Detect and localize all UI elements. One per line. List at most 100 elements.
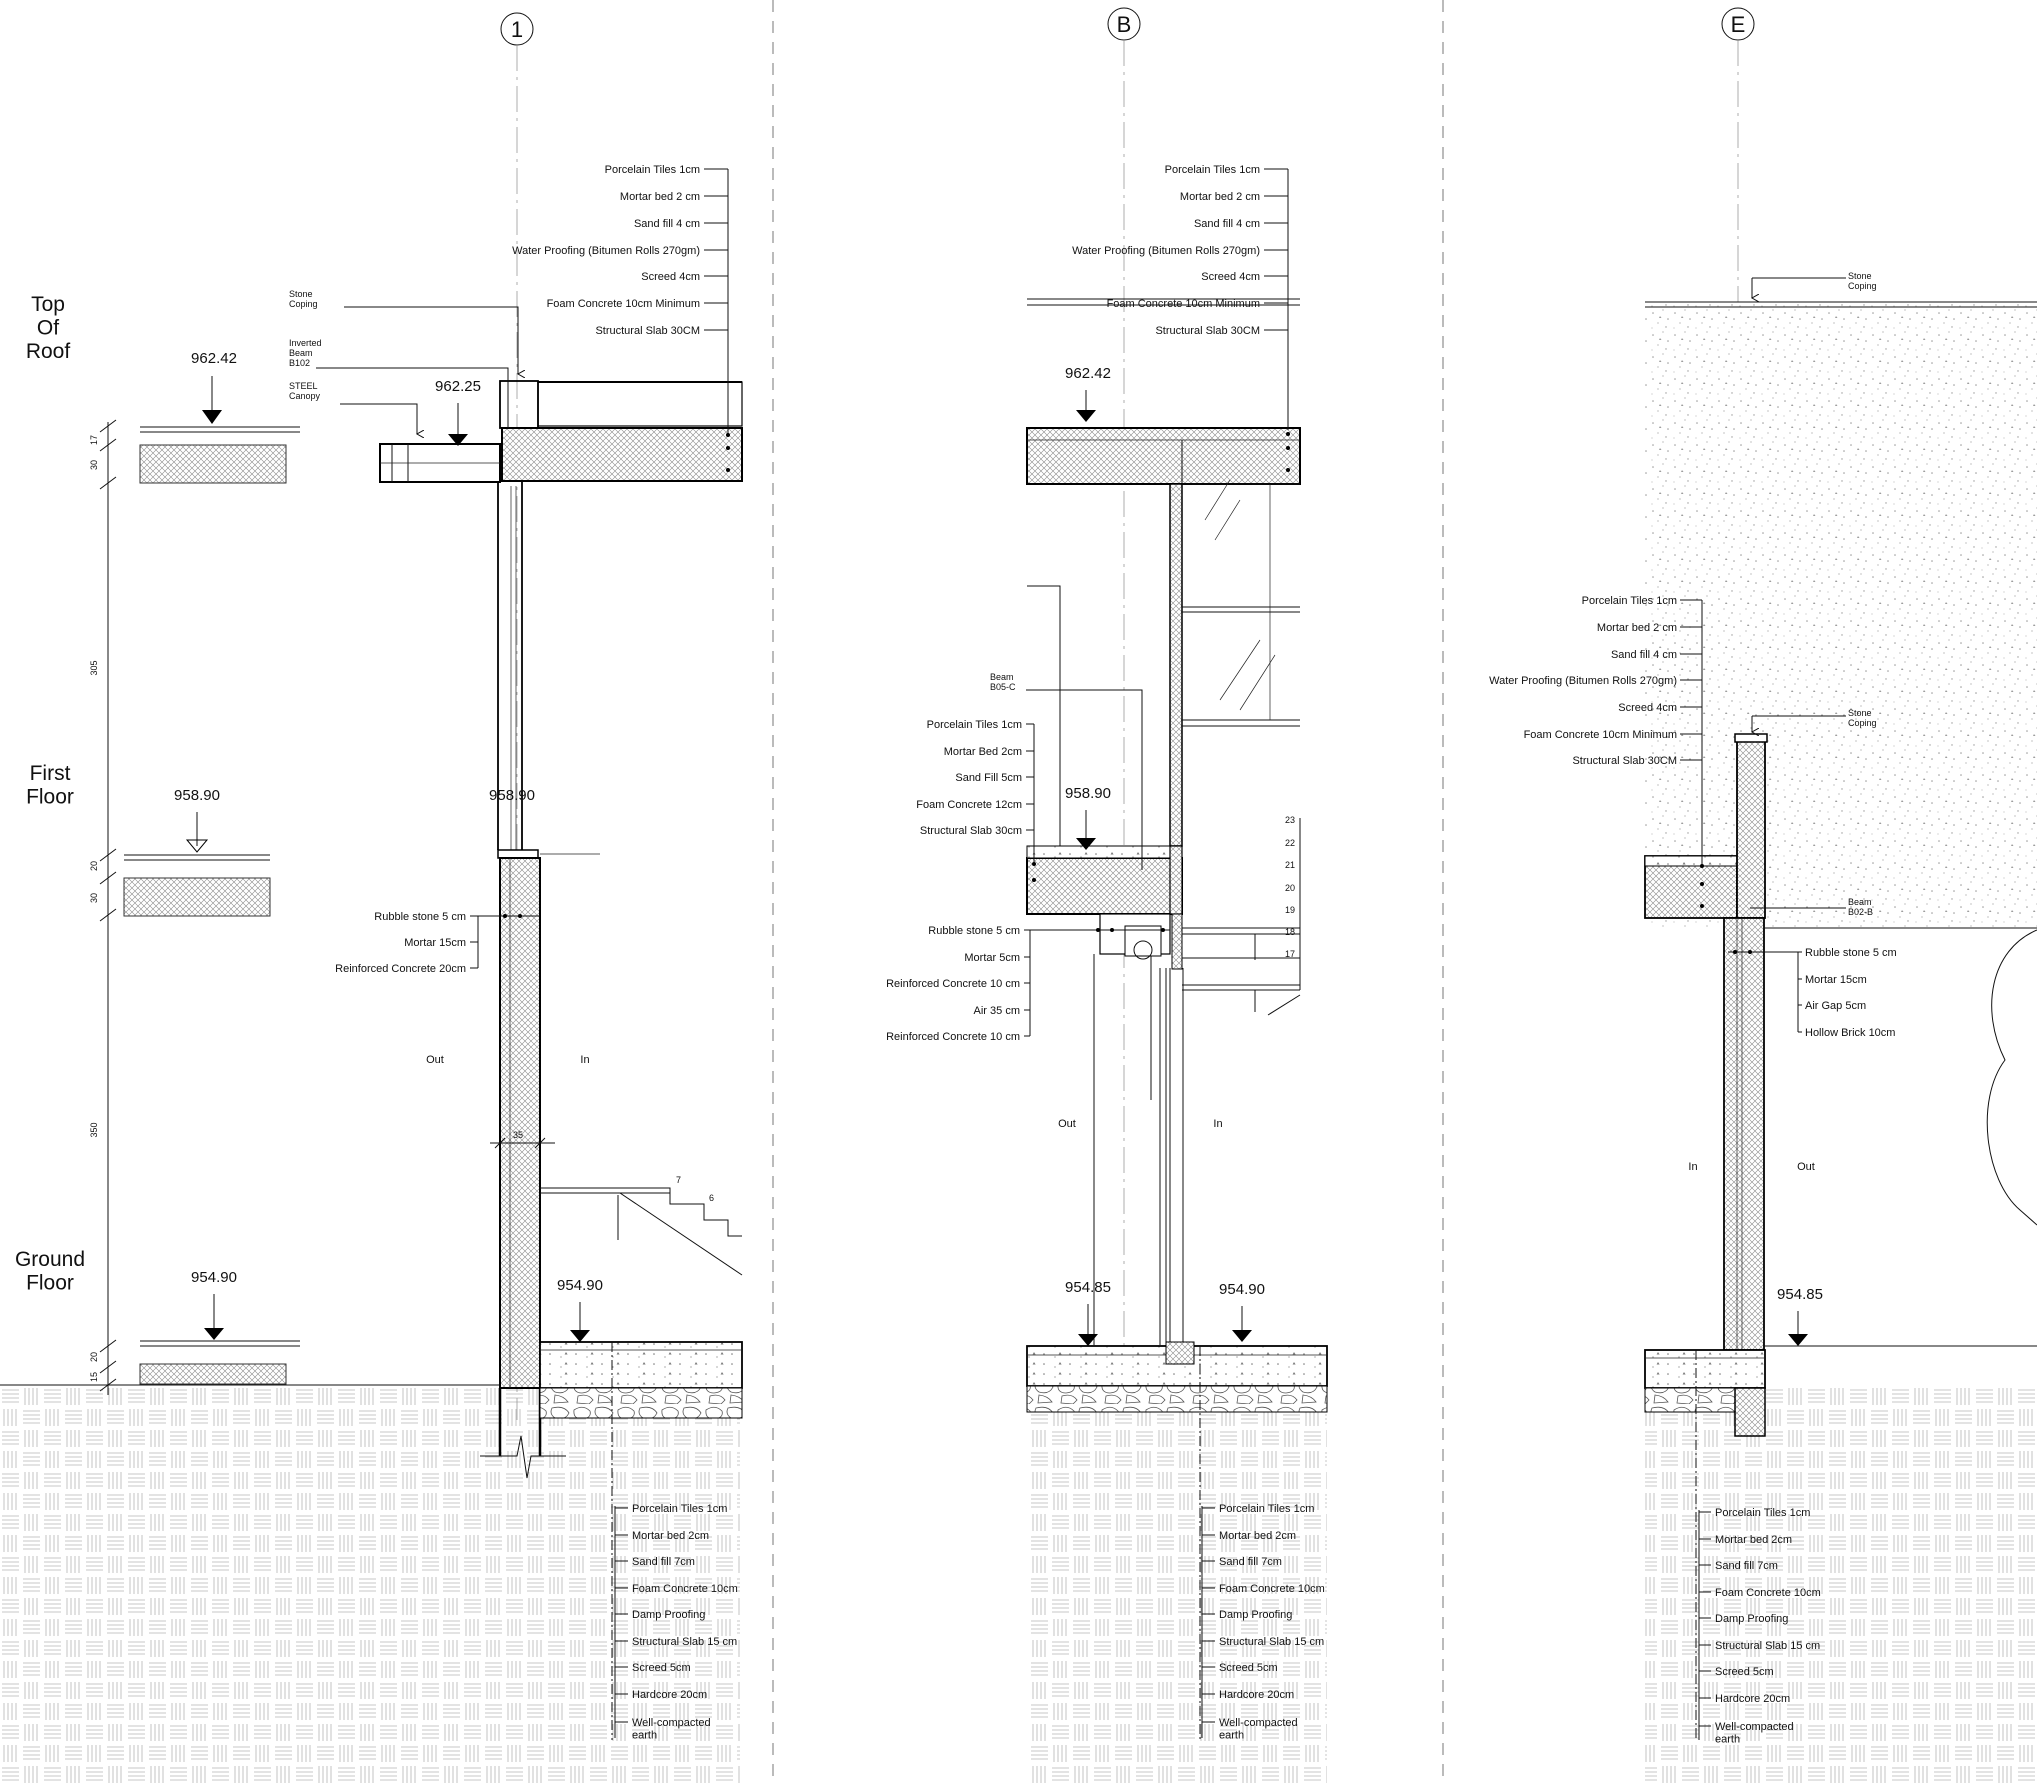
layer-label: Sand fill 4 cm xyxy=(634,218,700,230)
wall-layers-list: Rubble stone 5 cm Mortar 5cm Reinforced … xyxy=(886,925,1170,1043)
layer-label: Mortar bed 2cm xyxy=(1715,1534,1792,1546)
layer-label: Structural Slab 30CM xyxy=(1155,325,1260,337)
layer-label: Screed 5cm xyxy=(1219,1662,1278,1674)
level-value: 958.90 xyxy=(489,787,535,804)
level-marker: 954.90 xyxy=(1219,1281,1265,1342)
roof-layers-list: Porcelain Tiles 1cm Mortar bed 2 cm Sand… xyxy=(1489,595,1704,908)
layer-label: Screed 5cm xyxy=(1715,1666,1774,1678)
floor-layers-list: Porcelain Tiles 1cm Mortar bed 2cm Sand … xyxy=(1201,1503,1325,1741)
level-marker: 962.25 xyxy=(435,378,481,446)
layer-label: Damp Proofing xyxy=(1715,1613,1788,1625)
layer-label: Mortar bed 2 cm xyxy=(1597,622,1677,634)
layer-label: Structural Slab 15 cm xyxy=(1715,1640,1820,1652)
stair-number: 17 xyxy=(1285,949,1295,959)
level-marker-first: 958.90 xyxy=(123,787,271,917)
roof-layers-list: Porcelain Tiles 1cm Mortar bed 2 cm Sand… xyxy=(1072,164,1290,472)
gridline-b: B xyxy=(1107,7,1141,1350)
layer-label: Rubble stone 5 cm xyxy=(374,911,466,923)
dim-text: 17 xyxy=(89,435,99,445)
layer-label: Porcelain Tiles 1cm xyxy=(1582,595,1677,607)
layer-label: Mortar 15cm xyxy=(1805,974,1867,986)
layer-label: Foam Concrete 10cm xyxy=(1715,1587,1821,1599)
layer-label: Foam Concrete 10cm xyxy=(1219,1583,1325,1595)
space-label: In xyxy=(1688,1161,1697,1173)
stair-number: 21 xyxy=(1285,860,1295,870)
gridline-label: E xyxy=(1731,12,1746,37)
dim-text: 20 xyxy=(89,1352,99,1362)
gridline-1: 1 xyxy=(500,12,534,1420)
layer-label: Reinforced Concrete 10 cm xyxy=(886,1031,1020,1043)
layer-label: Foam Concrete 10cm Minimum xyxy=(1107,298,1260,310)
layer-label: Foam Concrete 10cm Minimum xyxy=(1524,729,1677,741)
layer-label: Sand fill 7cm xyxy=(1715,1560,1778,1572)
floor-layers-list: Porcelain Tiles 1cm Mortar bed 2cm Sand … xyxy=(614,1503,738,1741)
layer-label: Sand fill 4 cm xyxy=(1611,649,1677,661)
layer-label: Foam Concrete 10cm Minimum xyxy=(547,298,700,310)
level-value: 954.85 xyxy=(1777,1286,1823,1303)
layer-label: Porcelain Tiles 1cm xyxy=(927,719,1022,731)
soil-fill xyxy=(1645,1388,2037,1783)
space-label: In xyxy=(580,1054,589,1066)
layer-label: Mortar 5cm xyxy=(964,952,1020,964)
layer-label: Mortar bed 2cm xyxy=(1219,1530,1296,1542)
level-marker: 954.90 xyxy=(557,1277,603,1342)
space-label: Out xyxy=(1058,1118,1076,1130)
layer-label: Structural Slab 30cm xyxy=(920,825,1022,837)
dim-text: 305 xyxy=(89,660,99,675)
layer-label: Porcelain Tiles 1cm xyxy=(632,1503,727,1515)
layer-label: Porcelain Tiles 1cm xyxy=(1165,164,1260,176)
layer-label: Hardcore 20cm xyxy=(632,1689,707,1701)
layer-label: Sand Fill 5cm xyxy=(955,772,1022,784)
space-label: Out xyxy=(1797,1161,1815,1173)
stair: 23 22 21 20 19 18 17 xyxy=(1182,815,1301,1016)
level-value: 954.90 xyxy=(191,1269,237,1286)
layer-label: Water Proofing (Bitumen Rolls 270gm) xyxy=(1489,675,1677,687)
dimension-chain: 17 30 305 20 30 350 20 15 xyxy=(89,419,117,1395)
floor-layers-list: Porcelain Tiles 1cm Mortar bed 2cm Sand … xyxy=(1698,1507,1821,1745)
stair-number: 6 xyxy=(709,1193,714,1203)
section-1: 35 7 6 Out In 962.25 958.90 954.90 xyxy=(289,164,743,1741)
layer-label: Damp Proofing xyxy=(1219,1609,1292,1621)
layer-label: Hollow Brick 10cm xyxy=(1805,1027,1895,1039)
level-value: 954.90 xyxy=(557,1277,603,1294)
layer-label: Foam Concrete 10cm xyxy=(632,1583,738,1595)
level-value: 954.85 xyxy=(1065,1279,1111,1296)
layer-label: Screed 4cm xyxy=(1618,702,1677,714)
dim-text: 30 xyxy=(89,893,99,903)
stair-number: 7 xyxy=(676,1175,681,1185)
layer-label: Hardcore 20cm xyxy=(1219,1689,1294,1701)
stair-number: 22 xyxy=(1285,838,1295,848)
dim-text: 15 xyxy=(89,1372,99,1382)
layer-label: Screed 5cm xyxy=(632,1662,691,1674)
layer-label: Screed 4cm xyxy=(1201,271,1260,283)
roof-layers-list: Porcelain Tiles 1cm Mortar bed 2 cm Sand… xyxy=(512,164,730,472)
level-value: 954.90 xyxy=(1219,1281,1265,1298)
layer-label: Porcelain Tiles 1cm xyxy=(1715,1507,1810,1519)
layer-label: Mortar Bed 2cm xyxy=(944,746,1022,758)
stair-number: 19 xyxy=(1285,905,1295,915)
level-marker: 954.85 xyxy=(1777,1286,1823,1346)
layer-label: Screed 4cm xyxy=(641,271,700,283)
first-floor-layers-list: Porcelain Tiles 1cm Mortar Bed 2cm Sand … xyxy=(916,719,1036,882)
wall-layers-list: Rubble stone 5 cm Mortar 15cm Reinforced… xyxy=(335,911,540,975)
level-marker-roof: 962.42 xyxy=(139,350,300,484)
